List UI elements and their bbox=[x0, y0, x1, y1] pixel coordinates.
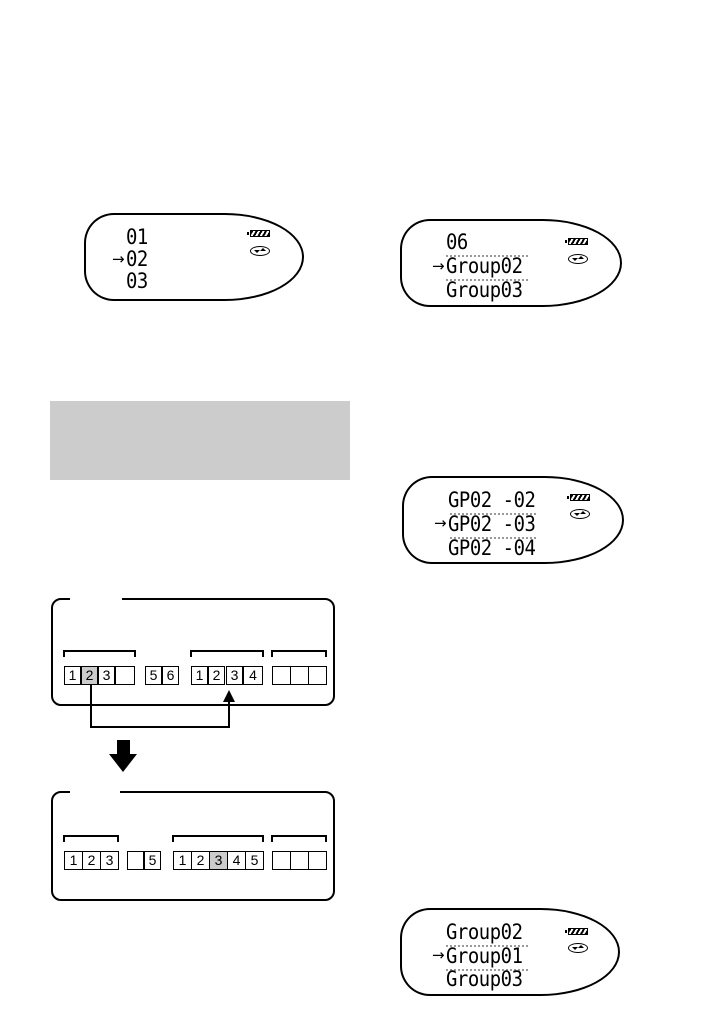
track-cell: 1 bbox=[173, 851, 192, 870]
track-cell: 1 bbox=[64, 851, 83, 870]
track-cell: 3 bbox=[98, 666, 115, 685]
lcd-line-1: GP02 -02 bbox=[448, 488, 536, 512]
blink-indicator bbox=[450, 513, 536, 539]
track-cell: 5 bbox=[145, 666, 162, 685]
disc-icon bbox=[568, 254, 588, 264]
pointer-arrow-icon: → bbox=[112, 250, 125, 268]
track-cell: 3 bbox=[226, 666, 243, 685]
lcd-line-2-selected: Group01 bbox=[446, 944, 523, 968]
lcd-line-3: GP02 -04 bbox=[448, 536, 536, 560]
group-bracket bbox=[271, 835, 327, 842]
move-target-arrow-icon bbox=[223, 690, 235, 702]
lcd-line-3: 03 bbox=[126, 269, 148, 293]
track-cell: 4 bbox=[243, 666, 263, 685]
group-bracket bbox=[172, 835, 264, 842]
lcd-display-tracks: 01 → 02 03 bbox=[84, 213, 304, 301]
track-cell bbox=[115, 666, 135, 685]
frame-label-gap bbox=[70, 789, 120, 793]
track-cell: 2 bbox=[82, 851, 101, 870]
track-cell: 5 bbox=[245, 851, 264, 870]
pointer-arrow-icon: → bbox=[434, 514, 447, 532]
down-arrow-icon-head bbox=[109, 754, 137, 772]
track-cell bbox=[272, 666, 291, 685]
lcd-line-2-selected: Group02 bbox=[446, 254, 523, 278]
track-cell-highlighted: 2 bbox=[81, 666, 98, 685]
blink-indicator bbox=[446, 255, 528, 281]
track-cell bbox=[308, 851, 327, 870]
lcd-line-3: Group03 bbox=[446, 278, 523, 302]
lcd-line-2-selected: GP02 -03 bbox=[448, 512, 536, 536]
lcd-line-1: 01 bbox=[126, 225, 148, 249]
group-bracket bbox=[63, 650, 136, 657]
move-connector bbox=[90, 726, 230, 728]
track-cell bbox=[272, 851, 291, 870]
track-cell: 5 bbox=[144, 851, 161, 870]
lcd-line-3: Group03 bbox=[446, 967, 523, 991]
battery-icon bbox=[247, 230, 270, 237]
pointer-arrow-icon: → bbox=[432, 946, 445, 964]
lcd-display-groups-b: Group02 → Group01 Group03 bbox=[400, 908, 620, 996]
blink-indicator bbox=[446, 945, 528, 971]
move-connector bbox=[228, 700, 230, 728]
track-cell: 3 bbox=[100, 851, 119, 870]
disc-icon bbox=[570, 509, 590, 519]
down-arrow-icon bbox=[117, 740, 130, 754]
track-cell bbox=[290, 851, 309, 870]
lcd-line-1: 06 bbox=[446, 230, 468, 254]
section-heading-band bbox=[50, 401, 350, 480]
pointer-arrow-icon: → bbox=[432, 257, 445, 275]
track-cell bbox=[127, 851, 144, 870]
track-cell bbox=[290, 666, 309, 685]
track-cell: 2 bbox=[208, 666, 225, 685]
group-bracket bbox=[63, 835, 119, 842]
move-connector bbox=[90, 685, 92, 728]
track-cell: 2 bbox=[191, 851, 210, 870]
track-cell: 1 bbox=[191, 666, 208, 685]
track-cell: 1 bbox=[64, 666, 81, 685]
group-bracket bbox=[190, 650, 264, 657]
lcd-display-group-tracks: GP02 -02 → GP02 -03 GP02 -04 bbox=[402, 476, 624, 564]
track-cell-highlighted: 3 bbox=[209, 851, 228, 870]
track-diagram-after bbox=[51, 791, 335, 901]
battery-icon bbox=[567, 494, 590, 501]
group-bracket bbox=[271, 650, 327, 657]
lcd-display-groups-a: 06 → Group02 Group03 bbox=[400, 219, 622, 307]
battery-icon bbox=[565, 238, 588, 245]
lcd-line-2-selected: 02 bbox=[126, 247, 148, 271]
track-cell: 4 bbox=[227, 851, 246, 870]
disc-icon bbox=[568, 943, 588, 953]
track-cell bbox=[308, 666, 327, 685]
battery-icon bbox=[565, 928, 588, 935]
frame-label-gap bbox=[70, 596, 122, 600]
track-cell: 6 bbox=[162, 666, 179, 685]
lcd-line-1: Group02 bbox=[446, 920, 523, 944]
disc-icon bbox=[250, 246, 270, 256]
track-diagram-before bbox=[51, 598, 335, 706]
